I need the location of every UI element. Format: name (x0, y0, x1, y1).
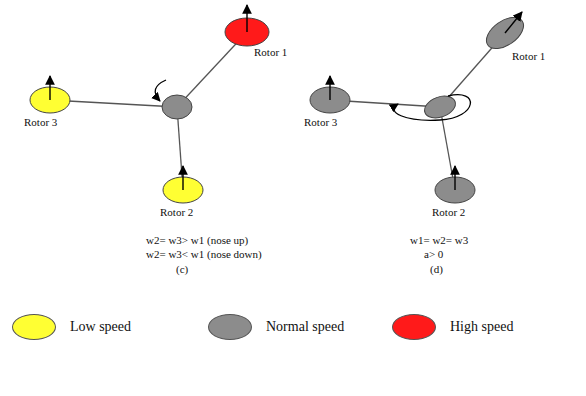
legend-swatch (12, 314, 56, 340)
legend-label: High speed (450, 319, 513, 335)
legend-swatch (208, 314, 252, 340)
legend-label: Normal speed (266, 319, 344, 335)
rotor-label: Rotor 2 (432, 206, 465, 219)
legend-label: Low speed (70, 319, 131, 335)
rotation-arrows (155, 80, 470, 120)
rotor-discs (30, 11, 529, 203)
rotor-label: Rotor 3 (304, 116, 337, 129)
rotor-label: Rotor 1 (512, 50, 545, 63)
subfigure-tag: (c) (176, 263, 188, 276)
speed-condition: w2= w3< w1 (nose down) (146, 248, 262, 261)
thrust-arrows (50, 5, 522, 190)
legend-swatch (392, 314, 436, 340)
speed-condition: w1= w2= w3 (410, 234, 468, 247)
arm-lines (50, 32, 505, 190)
speed-condition: w2= w3> w1 (nose up) (146, 234, 248, 247)
rotor-label: Rotor 3 (24, 116, 57, 129)
subfigure-tag: (d) (430, 263, 443, 276)
rotor-label: Rotor 2 (160, 206, 193, 219)
rotor-label: Rotor 1 (254, 46, 287, 59)
speed-condition: a> 0 (424, 248, 443, 261)
